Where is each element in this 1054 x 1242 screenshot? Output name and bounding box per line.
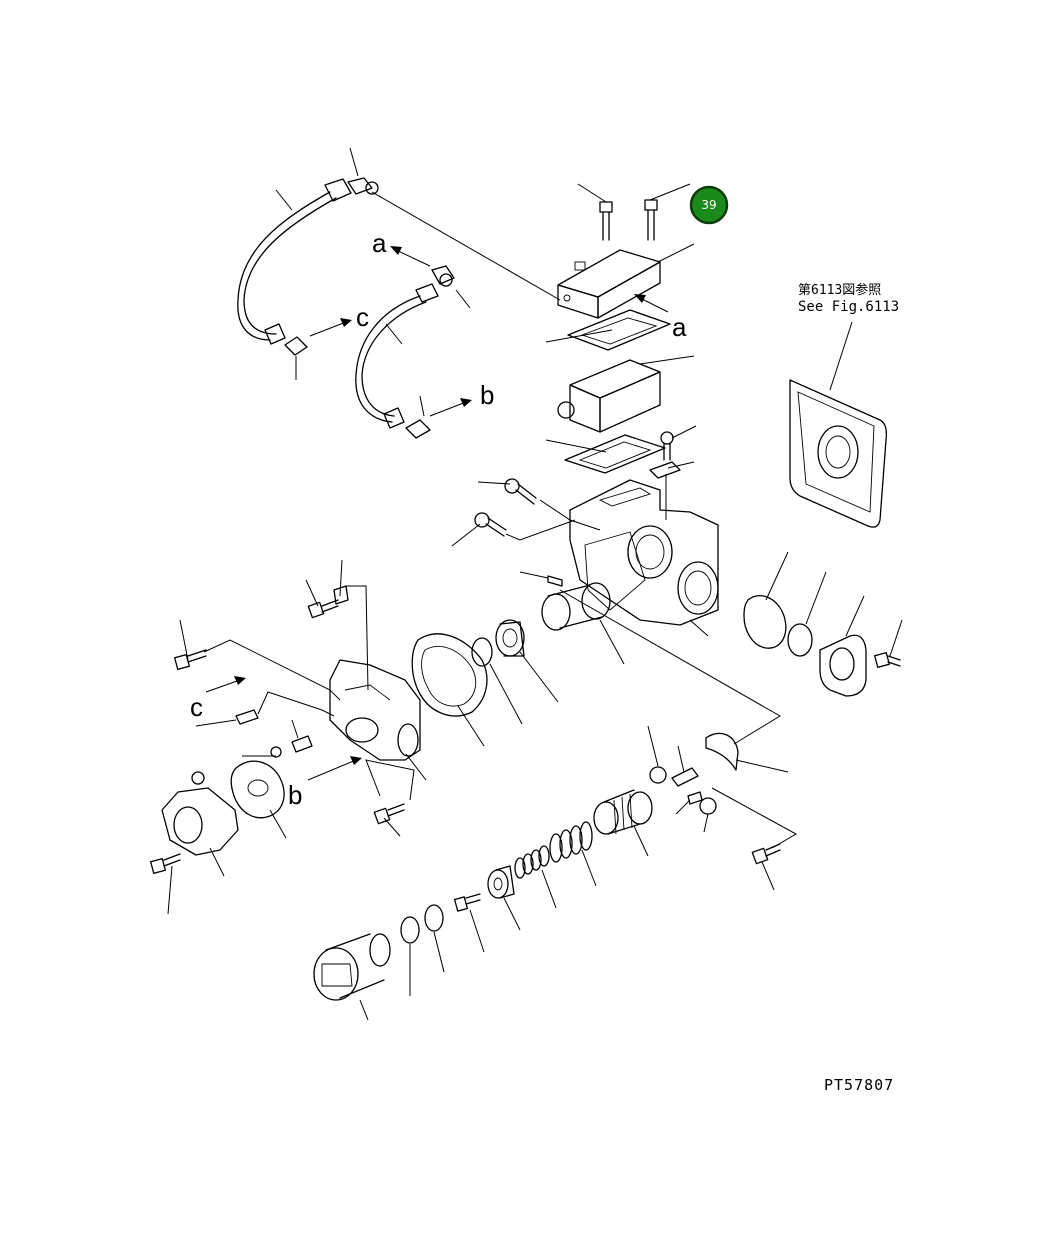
main-housing xyxy=(569,479,719,626)
port-label-c-top: c xyxy=(356,302,369,332)
reference-housing xyxy=(789,379,888,528)
spline-coupling xyxy=(593,789,653,835)
arrow-a-right xyxy=(634,294,669,313)
control-valve-block xyxy=(557,249,661,319)
small-screw xyxy=(660,431,674,461)
bolt-top-right xyxy=(644,199,658,241)
bolt-housing-1 xyxy=(504,478,537,505)
reference-note-en: See Fig.6113 xyxy=(798,299,899,315)
gasket-upper xyxy=(567,309,671,351)
o-ring-small xyxy=(471,637,493,667)
arrow-c-bottom xyxy=(205,676,246,693)
port-label-b-top: b xyxy=(480,380,494,410)
spring-large xyxy=(549,821,593,863)
key xyxy=(671,767,699,787)
arrow-b-top xyxy=(429,398,472,417)
bolt-flange xyxy=(874,652,901,668)
spring-small xyxy=(514,845,550,879)
arrow-b-bottom xyxy=(307,756,362,781)
flange-cover xyxy=(819,634,867,697)
coupling-sleeve xyxy=(541,582,611,631)
callout-badge-circle[interactable] xyxy=(689,185,729,225)
fitting-small xyxy=(270,735,313,758)
hose-assembly-left xyxy=(237,177,379,356)
fitting-c xyxy=(235,709,259,725)
bolt-sub-pump xyxy=(150,853,181,874)
port-label-c-bottom: c xyxy=(190,692,203,722)
bolt-retainer xyxy=(751,843,781,865)
gasket-right xyxy=(743,595,787,649)
bolt-pump-left xyxy=(174,649,207,670)
gasket-lower xyxy=(564,434,666,474)
arrow-c-top xyxy=(309,318,352,337)
port-label-a-right: a xyxy=(672,312,687,342)
gasket-sub-pump xyxy=(230,760,285,819)
bolt-piston xyxy=(453,893,481,912)
bolt-top-left xyxy=(599,201,613,241)
pin-small xyxy=(687,791,703,805)
sub-pump xyxy=(161,771,239,856)
reference-note-jp: 第6113図参照 xyxy=(798,282,881,298)
bolt-pump-top xyxy=(307,599,339,619)
pump-body xyxy=(329,659,421,761)
valve-body-middle xyxy=(557,359,661,433)
port-label-b-bottom: b xyxy=(288,780,302,810)
o-ring-right xyxy=(787,623,813,657)
piston-cap xyxy=(313,933,391,1001)
gasket-pump xyxy=(411,633,488,717)
arrow-a-top xyxy=(390,246,431,267)
bearing-ring xyxy=(495,619,525,657)
plate-small-top xyxy=(333,585,349,605)
figure-code: PT57807 xyxy=(824,1076,894,1094)
spring-seat xyxy=(487,865,515,899)
o-ring-piston-1 xyxy=(424,904,444,932)
bolt-housing-2 xyxy=(474,512,507,537)
dowel-pin xyxy=(547,575,563,587)
callout-badge[interactable]: 39 xyxy=(689,185,729,225)
leader-lines xyxy=(167,147,903,1021)
o-ring-piston-2 xyxy=(400,916,420,944)
retainer-ring xyxy=(705,732,739,771)
bolt-pump-bottom xyxy=(373,803,405,825)
callout-badge-number: 39 xyxy=(701,198,716,212)
hose-assembly-right xyxy=(355,265,455,439)
snap-ring-1 xyxy=(649,766,667,784)
small-plate xyxy=(649,461,681,479)
port-label-a-top: a xyxy=(372,228,387,258)
snap-ring-2 xyxy=(699,797,717,815)
